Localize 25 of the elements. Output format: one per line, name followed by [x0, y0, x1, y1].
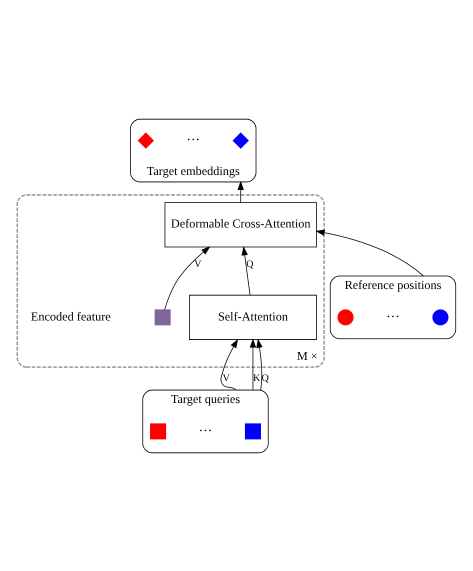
node-label: Encoded feature: [30, 308, 111, 323]
edge-label: V: [222, 372, 230, 384]
node-box: [244, 422, 261, 439]
node-box: [150, 422, 166, 439]
arrow: [220, 338, 238, 390]
arrow: [315, 228, 424, 276]
node-diamond: [138, 132, 154, 148]
node-diamond: [232, 132, 249, 148]
node-box: Self-Attention: [189, 294, 317, 340]
edge-label: Q: [262, 372, 269, 384]
label: ···: [198, 422, 212, 438]
label: ···: [186, 131, 200, 146]
arrow: [164, 246, 210, 310]
node-circle: [432, 308, 448, 325]
edge-label: V: [194, 258, 202, 270]
node-box: [154, 308, 171, 325]
arrow: [250, 338, 256, 390]
node-circle: [338, 308, 354, 325]
edge-label: K: [253, 372, 260, 384]
edge-label: Q: [246, 258, 254, 270]
arrow: [256, 338, 263, 390]
arrow: [242, 246, 250, 295]
label: ···: [386, 308, 400, 324]
arrow: [238, 180, 244, 202]
node-box: Deformable Cross-Attention: [164, 202, 317, 247]
